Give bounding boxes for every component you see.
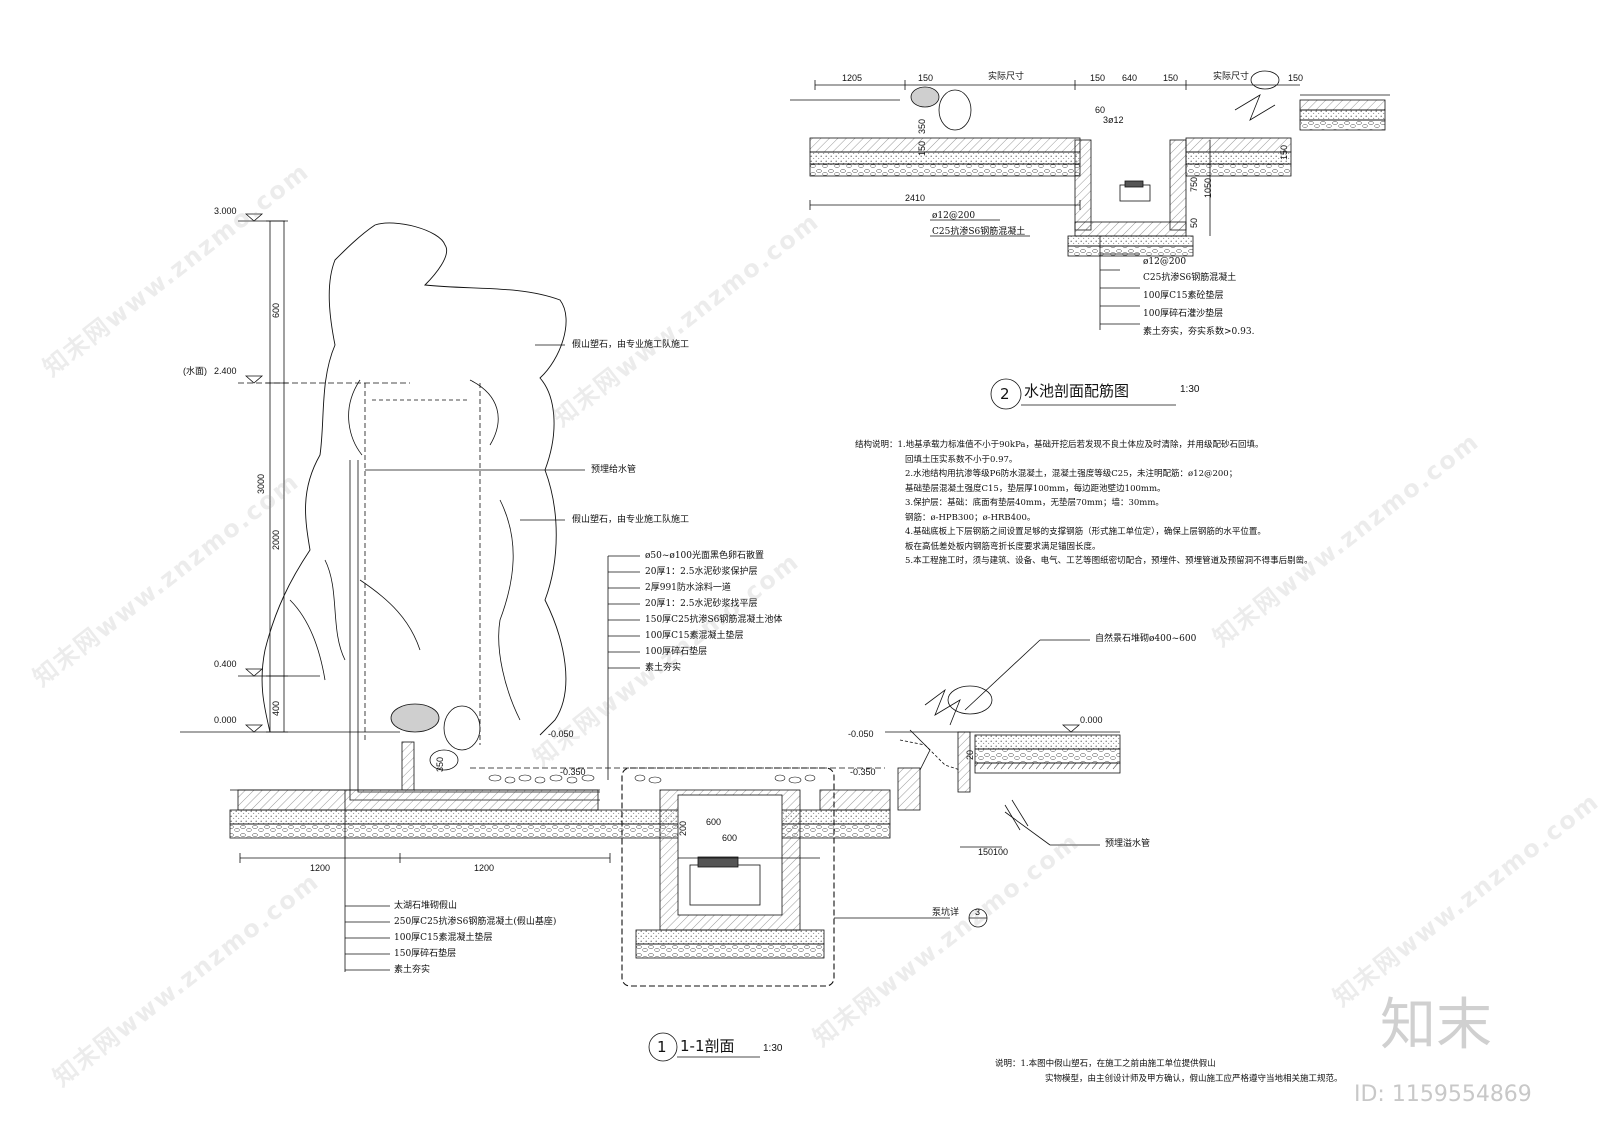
layer-label: 250厚C25抗渗S6钢筋混凝土(假山基座): [394, 917, 557, 927]
elev-neg350-left: -0.350: [560, 767, 586, 777]
section2-title: 水池剖面配筋图: [1024, 382, 1130, 400]
brand-id: ID: 1159554869: [1354, 1082, 1532, 1107]
vdim-20: 20: [965, 749, 975, 760]
section1-scale: 1:30: [763, 1043, 783, 1054]
s2-dim-150d: 150: [1288, 73, 1304, 83]
note-line: 实物模型，由主创设计师及甲方确认，假山施工应严格遵守当地相关施工规范。: [1045, 1073, 1343, 1084]
callout-pump-detail: 泵坑详: [932, 908, 960, 918]
hdim-1200b: 1200: [474, 863, 495, 873]
section-1-drawing: [180, 213, 1121, 1062]
s2-dim-1205: 1205: [842, 73, 863, 83]
layer-label: 150厚C25抗渗S6钢筋混凝土池体: [645, 615, 783, 625]
layer-label: 150厚碎石垫层: [394, 949, 457, 959]
vdim-200: 200: [678, 820, 688, 836]
elev-neg050-right: -0.050: [848, 729, 874, 739]
s2-dim-150b: 150: [1090, 73, 1106, 83]
detail-number: 3: [975, 907, 981, 917]
hdim-1200a: 1200: [310, 863, 331, 873]
s2-dim-real1: 实际尺寸: [988, 71, 1025, 81]
section-2-drawing: [790, 70, 1390, 410]
s2-dim-60: 60: [1095, 105, 1106, 115]
s2-dim-real2: 实际尺寸: [1213, 71, 1250, 81]
layer-label: 太湖石堆砌假山: [394, 901, 458, 911]
elev-neg050-left: -0.050: [548, 729, 574, 739]
note-line: 钢筋：ø-HPB300；ø-HRB400。: [905, 512, 1036, 523]
s2-dim-640: 640: [1122, 73, 1138, 83]
elev-neg350-right: -0.350: [850, 767, 876, 777]
layer-label: 20厚1：2.5水泥砂浆保护层: [645, 567, 758, 577]
layer-label: 100厚C15素混凝土垫层: [645, 631, 744, 641]
layer-label: 100厚C15素混凝土垫层: [394, 933, 493, 943]
callout-stone-right: 自然景石堆砌ø400~600: [1095, 634, 1197, 644]
s2-dim-150a: 150: [918, 73, 934, 83]
elev-water-tag: (水面): [183, 366, 207, 376]
layer-label: 2厚991防水涂料一道: [645, 583, 731, 593]
structure-notes: 结构说明：1.地基承载力标准值不小于90kPa，基础开挖后若发现不良土体应及时清…: [855, 438, 1313, 569]
note-line: 基础垫层混凝土强度C15，垫层厚100mm，每边距池壁边100mm。: [905, 483, 1166, 494]
vdim-3000: 3000: [256, 473, 266, 494]
section2-scale: 1:30: [1180, 384, 1200, 395]
s2-vdim-1050: 1050: [1203, 177, 1213, 198]
vdim-600: 600: [271, 302, 281, 318]
bottom-notes: 说明：1.本图中假山塑石，在施工之前由施工单位提供假山实物模型，由主创设计师及甲…: [995, 1057, 1343, 1086]
layer-label: 100厚碎石垫层: [645, 647, 708, 657]
s2-gravel: 100厚碎石灌沙垫层: [1143, 309, 1224, 319]
hdim-600: 600: [706, 817, 722, 827]
s2-rebar-right: ø12@200: [1143, 257, 1187, 267]
layer-label: 素土夯实: [394, 965, 431, 975]
note-line: 5.本工程施工时，须与建筑、设备、电气、工艺等图纸密切配合，预埋件、预埋管道及预…: [905, 556, 1313, 566]
note-line: 2.水池结构用抗渗等级P6防水混凝土，混凝土强度等级C25，未注明配筋：ø12@…: [905, 469, 1238, 479]
section1-title: 1-1剖面: [680, 1037, 735, 1055]
s2-vdim-150: 150: [917, 140, 927, 156]
s2-vdim-150r: 150: [1279, 144, 1289, 160]
callout-pipe: 预埋给水管: [591, 465, 637, 475]
section2-number: 2: [1000, 385, 1010, 403]
s2-dim-rebar3: 3ø12: [1103, 115, 1124, 125]
s2-vdim-350: 350: [917, 118, 927, 134]
brand-logo: 知末: [1380, 993, 1492, 1058]
callout-rock-top: 假山塑石，由专业施工队施工: [572, 340, 690, 350]
vdim-350: 350: [435, 756, 445, 772]
callout-rock-mid: 假山塑石，由专业施工队施工: [572, 515, 690, 525]
note-line: 板在高低差处板内钢筋弯折长度要求满足锚固长度。: [905, 541, 1101, 552]
s2-soil: 素土夯实，夯实系数>0.93.: [1143, 327, 1255, 337]
layer-label: ø50~ø100光面黑色卵石散置: [645, 551, 765, 561]
note-line: 回填土压实系数不小于0.97。: [905, 454, 1018, 465]
elev-mid: 0.400: [214, 659, 237, 669]
note-line: 说明：1.本图中假山塑石，在施工之前由施工单位提供假山: [995, 1059, 1216, 1069]
elev-ground: 0.000: [214, 715, 237, 725]
layer-label: 素土夯实: [645, 663, 682, 673]
elev-top: 3.000: [214, 206, 237, 216]
s2-rebar-left: ø12@200: [932, 211, 976, 221]
elev-ground-right: 0.000: [1080, 715, 1103, 725]
section1-number: 1: [657, 1038, 667, 1056]
elev-water: 2.400: [214, 366, 237, 376]
s2-dim-150c: 150: [1163, 73, 1179, 83]
note-line: 3.保护层：基础：底面有垫层40mm，无垫层70mm；墙：30mm。: [905, 498, 1164, 508]
layer-label: 20厚1：2.5水泥砂浆找平层: [645, 599, 758, 609]
note-line: 4.基础底板上下层钢筋之间设置足够的支撑钢筋（形式施工单位定），确保上层钢筋的水…: [905, 527, 1266, 537]
hdim-600b: 600: [722, 833, 738, 843]
s2-vdim-750: 750: [1189, 176, 1199, 192]
s2-cushion: 100厚C15素砼垫层: [1143, 291, 1224, 301]
vdim-2000: 2000: [271, 529, 281, 550]
s2-concrete-left: C25抗渗S6钢筋混凝土: [932, 227, 1026, 237]
callout-overflow: 预埋溢水管: [1105, 839, 1151, 849]
note-line: 结构说明：1.地基承载力标准值不小于90kPa，基础开挖后若发现不良土体应及时清…: [855, 440, 1264, 450]
vdim-400: 400: [271, 700, 281, 716]
hdim-150100: 150100: [978, 847, 1009, 857]
s2-concrete-right: C25抗渗S6钢筋混凝土: [1143, 273, 1237, 283]
s2-dim-2410: 2410: [905, 193, 926, 203]
s2-vdim-50: 50: [1189, 217, 1199, 228]
